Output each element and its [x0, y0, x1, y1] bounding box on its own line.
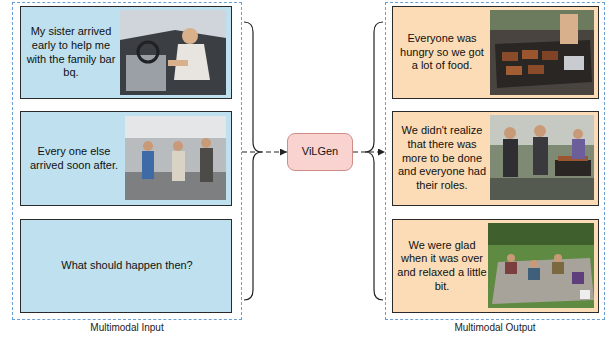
- panel-label: Multimodal Input: [13, 322, 241, 333]
- node-text: Everyone was hungry so we got a lot of f…: [397, 32, 487, 73]
- model-box: ViLGen: [287, 133, 353, 171]
- node-text: My sister arrived early to help me with …: [25, 25, 117, 80]
- input-box: My sister arrived early to help me with …: [20, 6, 232, 99]
- patio-photo: [488, 223, 594, 308]
- node-text: What should happen then?: [61, 259, 193, 273]
- text-area: Everyone was hungry so we got a lot of f…: [397, 7, 487, 98]
- flow-arrow: [242, 151, 287, 152]
- car-photo: [120, 10, 226, 95]
- output-box: We didn't realize that there was more to…: [392, 111, 599, 206]
- curly-brace: [365, 22, 383, 300]
- text-area: We didn't realize that there was more to…: [397, 112, 487, 205]
- text-area: Every one else arrived soon after.: [25, 112, 123, 205]
- curly-brace: [244, 22, 262, 300]
- arrival-photo: [125, 116, 226, 200]
- text-area: My sister arrived early to help me with …: [25, 7, 117, 98]
- output-panel: Multimodal OutputEveryone was hungry so …: [385, 2, 605, 320]
- node-text: ViLGen: [302, 145, 339, 159]
- output-box: Everyone was hungry so we got a lot of f…: [392, 6, 599, 99]
- text-area: What should happen then?: [25, 220, 229, 312]
- node-text: We were glad when it was over and relaxe…: [397, 239, 487, 294]
- input-box: What should happen then?: [20, 219, 232, 313]
- cooking-photo: [490, 115, 594, 200]
- node-text: We didn't realize that there was more to…: [397, 124, 487, 193]
- input-panel: Multimodal InputMy sister arrived early …: [12, 2, 242, 320]
- panel-label: Multimodal Output: [386, 322, 604, 333]
- node-text: Every one else arrived soon after.: [25, 145, 123, 173]
- grill-photo: [490, 10, 594, 95]
- output-box: We were glad when it was over and relaxe…: [392, 219, 599, 313]
- input-box: Every one else arrived soon after.: [20, 111, 232, 206]
- text-area: ViLGen: [288, 134, 352, 170]
- text-area: We were glad when it was over and relaxe…: [397, 220, 487, 312]
